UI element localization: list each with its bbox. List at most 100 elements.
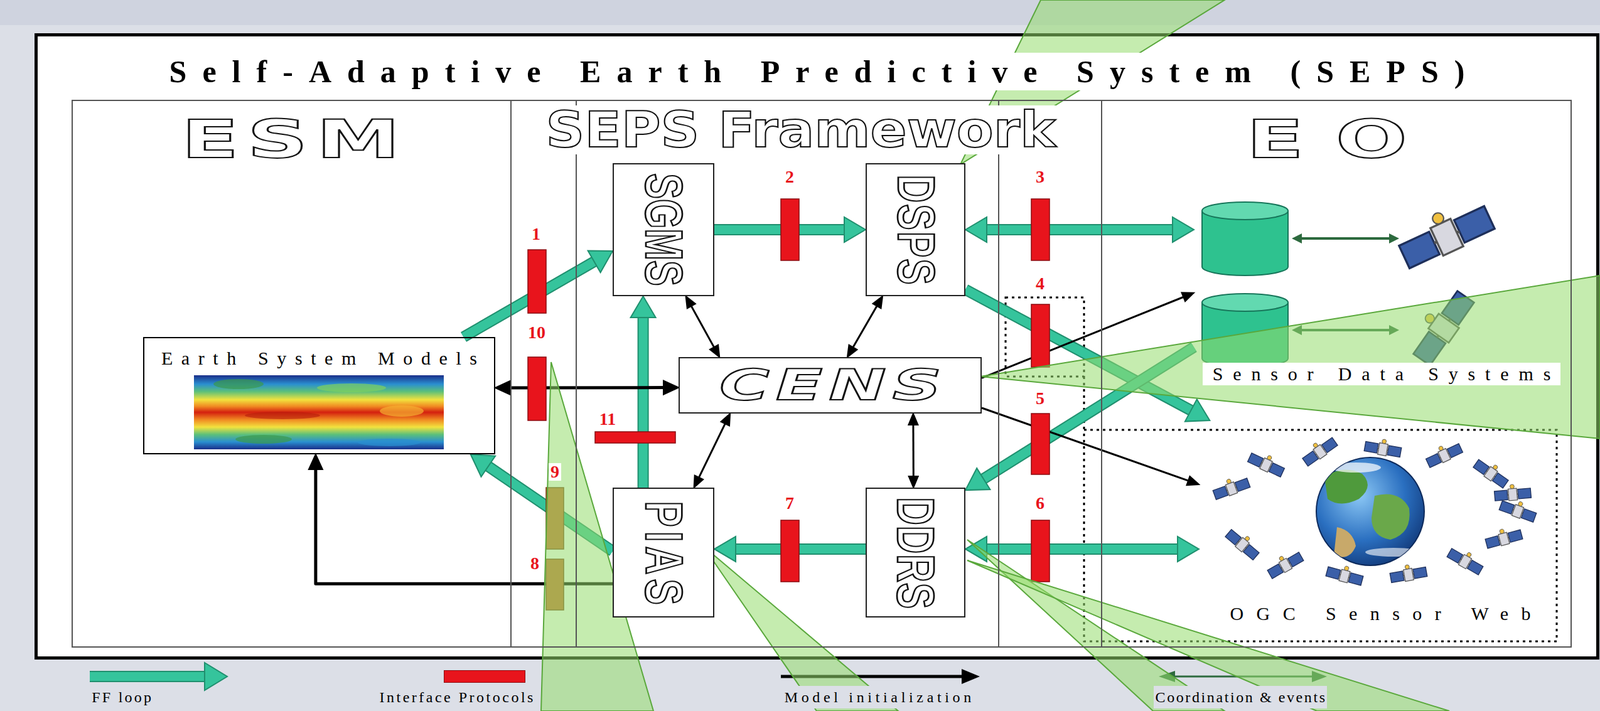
connector <box>686 296 720 358</box>
region-heading: SEPS Framework <box>546 105 1056 155</box>
connector-line <box>697 421 727 480</box>
drawing-part <box>1389 233 1400 244</box>
process-box: DDRS <box>865 487 966 618</box>
drawing-part <box>1324 470 1368 505</box>
callout-number: 4 <box>1033 274 1047 293</box>
drawing-part <box>204 662 228 691</box>
drawing-part <box>1031 304 1050 368</box>
arrow-head <box>630 296 656 318</box>
callout-number: 3 <box>1033 168 1047 186</box>
drawing-part <box>967 560 1450 711</box>
drawing-part <box>527 357 547 421</box>
drawing-part <box>235 434 292 444</box>
label-holder: 1 <box>529 225 543 243</box>
drawing-part <box>1210 473 1251 501</box>
drawing-part <box>89 671 208 683</box>
connector-line <box>981 408 1191 482</box>
climate-map <box>193 375 444 450</box>
process-box: SGMS <box>612 163 715 297</box>
label-holder: 7 <box>783 494 796 513</box>
drawing-part <box>1291 233 1302 244</box>
earth-globe <box>1316 457 1425 566</box>
drawing-part <box>780 198 800 261</box>
drawing-part <box>780 520 800 582</box>
drawing-part <box>1031 198 1050 261</box>
legend-text: Interface Protocols <box>377 686 536 709</box>
drawing-part <box>527 249 547 314</box>
label-holder: 4 <box>1033 274 1047 293</box>
connector <box>630 296 656 488</box>
box-label: Earth System Models <box>152 347 486 370</box>
arrow-head <box>844 217 866 243</box>
connector <box>847 296 883 358</box>
legend-item: Interface Protocols <box>377 686 536 709</box>
label-holder: 11 <box>597 410 618 429</box>
drawing-part <box>316 383 387 393</box>
callout-number: 8 <box>528 554 542 573</box>
drawing-part <box>1483 524 1523 550</box>
drawing-part <box>1299 433 1339 468</box>
drawing-part <box>1324 462 1422 558</box>
drawing-part <box>1365 547 1422 557</box>
group-label: Sensor Data Systems <box>1202 362 1561 386</box>
drawing-part <box>1202 210 1289 276</box>
drawing-part <box>1202 202 1289 220</box>
drawing-part <box>1363 436 1403 459</box>
drawing-part <box>1423 438 1464 469</box>
callout-number: 1 <box>529 225 543 243</box>
drawing-part <box>1202 293 1289 312</box>
drawing-part <box>1393 193 1496 272</box>
legend-text: Coordination & events <box>1153 686 1327 709</box>
drawing-part <box>193 375 444 450</box>
arrow-head <box>965 217 987 243</box>
connector-outline <box>982 543 1182 555</box>
title-holder: Self-Adaptive Earth Predictive System (S… <box>35 52 1599 91</box>
drawing-part <box>1300 237 1391 240</box>
drawing-part <box>1446 544 1486 577</box>
data-group: OGC Sensor Web <box>1198 420 1562 628</box>
callout-number: 7 <box>783 494 796 513</box>
drawing-part <box>1247 448 1287 479</box>
label-holder: 5 <box>1033 389 1047 408</box>
arrow-head <box>308 454 323 470</box>
callout-number: 2 <box>783 168 796 186</box>
label-holder: 2 <box>783 168 796 186</box>
drawing-part <box>244 411 321 420</box>
diagram-title: Self-Adaptive Earth Predictive System (S… <box>153 52 1481 91</box>
connector <box>908 413 918 488</box>
arrow-head <box>1181 292 1195 302</box>
drawing-part <box>1493 482 1532 502</box>
drawing-part <box>379 405 424 417</box>
arrow-head <box>908 476 919 488</box>
connector-line <box>690 304 716 350</box>
connector-line <box>851 304 879 350</box>
drawing-part <box>1389 561 1428 584</box>
callout-number: 6 <box>1033 494 1047 513</box>
arrow-head <box>588 251 613 274</box>
arrow-head <box>873 296 884 309</box>
label-holder: 6 <box>1033 494 1047 513</box>
legend-text: Model initialization <box>780 686 975 709</box>
drawing-part <box>1031 520 1050 582</box>
box-label: DSPS <box>889 173 943 287</box>
model-box: Earth System Models <box>143 337 496 455</box>
legend-item: Model initialization <box>780 686 975 709</box>
label-holder: 9 <box>548 463 562 481</box>
region-heading: EO <box>1214 112 1440 166</box>
arrow-head <box>1177 536 1199 562</box>
legend-item: FF loop <box>89 686 154 709</box>
drawing-part <box>961 669 980 685</box>
legend-swatch <box>443 670 526 683</box>
callout-number: 11 <box>597 410 618 429</box>
arrow-head <box>470 454 496 478</box>
drawing-part <box>1333 527 1356 558</box>
box-label: CENS <box>712 364 948 407</box>
arrow-head <box>694 475 704 489</box>
connector <box>981 408 1199 486</box>
sensor-web-satellites <box>1210 433 1538 587</box>
interface-protocol-bars <box>527 198 1050 582</box>
box-label: SGMS <box>637 173 690 287</box>
callout-pointer <box>541 0 1600 711</box>
top-strip <box>0 0 1600 26</box>
legend-text: FF loop <box>89 686 154 709</box>
